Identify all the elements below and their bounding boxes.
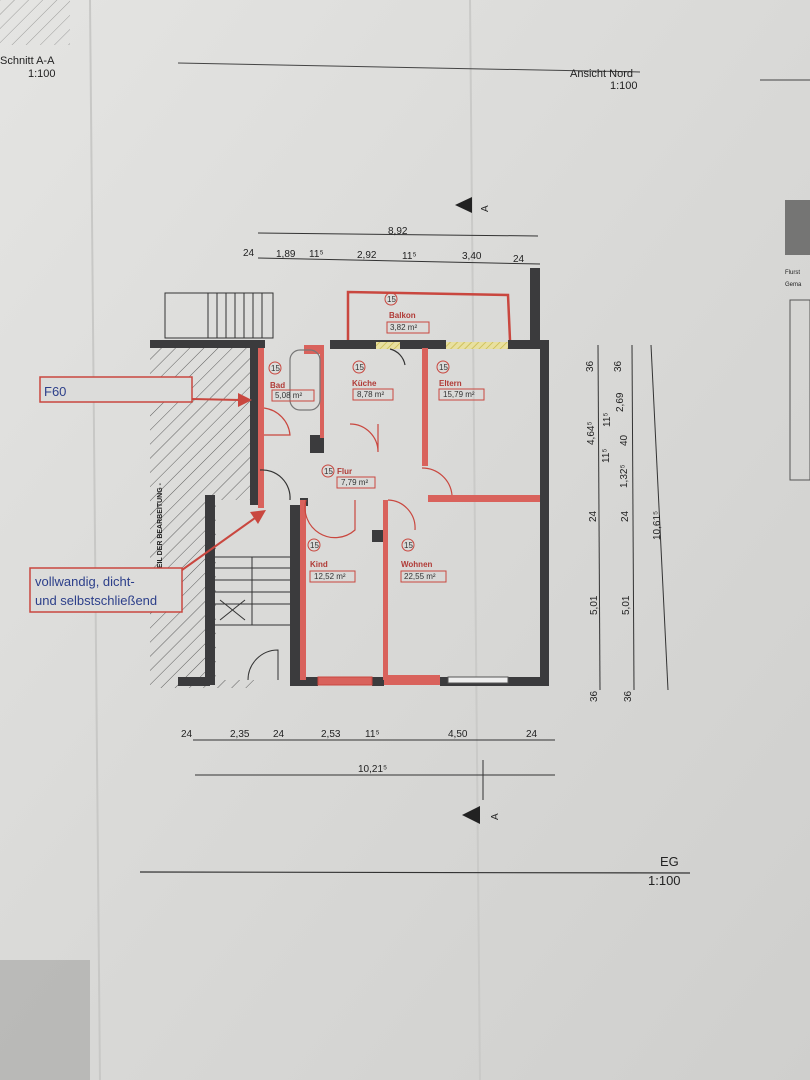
svg-text:8,78 m²: 8,78 m² — [357, 390, 384, 399]
svg-text:36: 36 — [623, 690, 634, 702]
fold-line — [469, 0, 481, 1080]
svg-text:11⁵: 11⁵ — [309, 249, 324, 260]
svg-text:5,01: 5,01 — [589, 595, 600, 615]
room-eltern: 15 Eltern 15,79 m² — [436, 360, 485, 401]
external-stair — [164, 292, 274, 339]
hatch-corner — [0, 0, 70, 45]
svg-text:24: 24 — [526, 729, 538, 740]
svg-text:15: 15 — [310, 541, 319, 550]
svg-text:Eltern: Eltern — [439, 379, 462, 388]
right-dimensions: 36 4,64⁵ 24 5,01 36 36 2,69 11⁵ 40 11⁵ 1… — [585, 344, 669, 702]
svg-text:4,64⁵: 4,64⁵ — [586, 421, 597, 445]
svg-text:und selbstschließend: und selbstschließend — [35, 593, 157, 608]
svg-text:11⁵: 11⁵ — [365, 729, 380, 740]
floor-label: EG — [660, 854, 679, 869]
svg-text:40: 40 — [619, 434, 630, 446]
bottom-dimensions: 24 2,35 24 2,53 11⁵ 4,50 24 10,21⁵ — [181, 729, 555, 776]
svg-text:10,61⁵: 10,61⁵ — [652, 511, 663, 540]
room-flur: 15 Flur 7,79 m² — [321, 464, 376, 489]
svg-text:1,89: 1,89 — [276, 249, 296, 260]
section-scale: 1:100 — [28, 68, 56, 80]
svg-text:3,40: 3,40 — [462, 251, 482, 262]
svg-text:5,01: 5,01 — [621, 595, 632, 615]
svg-text:12,52 m²: 12,52 m² — [314, 572, 346, 581]
svg-text:4,50: 4,50 — [448, 729, 468, 740]
stairwell — [216, 500, 298, 680]
room-bad: 15 Bad 5,08 m² — [268, 361, 315, 402]
room-kind: 15 Kind 12,52 m² — [307, 538, 356, 583]
svg-text:36: 36 — [589, 690, 600, 702]
svg-text:15,79 m²: 15,79 m² — [443, 390, 475, 399]
svg-text:24: 24 — [620, 510, 631, 522]
svg-text:1,32⁵: 1,32⁵ — [619, 464, 630, 488]
svg-text:Balkon: Balkon — [389, 311, 416, 320]
door-swings — [259, 348, 453, 539]
svg-text:15: 15 — [387, 295, 396, 304]
svg-text:11⁵: 11⁵ — [601, 448, 612, 463]
svg-text:15: 15 — [439, 363, 448, 372]
top-dimensions: 8,92 24 1,89 11⁵ 2,92 11⁵ 3,40 24 — [243, 226, 541, 265]
svg-text:15: 15 — [355, 363, 364, 372]
side-cutoff-text: Flurst — [785, 270, 800, 276]
svg-text:2,92: 2,92 — [357, 250, 377, 261]
f60-callout: F60 — [39, 376, 252, 407]
title-block — [789, 299, 810, 481]
svg-text:15: 15 — [324, 467, 333, 476]
fold-line — [89, 0, 101, 1080]
room-kueche: 15 Küche 8,78 m² — [352, 360, 394, 401]
svg-text:Bad: Bad — [270, 381, 285, 390]
svg-text:vollwandig, dicht-: vollwandig, dicht- — [35, 574, 135, 589]
svg-text:Flur: Flur — [337, 467, 352, 476]
section-arrow-top — [455, 197, 472, 213]
coat-of-arms-logo — [785, 200, 810, 255]
arrow-icon — [238, 393, 252, 407]
svg-text:Küche: Küche — [352, 379, 377, 388]
svg-text:7,79 m²: 7,79 m² — [341, 478, 368, 487]
svg-text:8,92: 8,92 — [388, 226, 408, 237]
svg-text:2,69: 2,69 — [615, 392, 626, 412]
svg-text:11⁵: 11⁵ — [402, 251, 417, 262]
section-arrow-bottom — [462, 806, 480, 824]
svg-text:Kind: Kind — [310, 560, 328, 569]
svg-text:24: 24 — [181, 729, 193, 740]
arrow-icon — [250, 510, 266, 524]
section-label: Schnitt A-A — [0, 55, 55, 67]
svg-text:24: 24 — [588, 510, 599, 522]
svg-text:2,53: 2,53 — [321, 729, 341, 740]
svg-text:36: 36 — [613, 360, 624, 372]
svg-text:24: 24 — [273, 729, 285, 740]
svg-text:24: 24 — [243, 248, 255, 259]
elevation-scale: 1:100 — [610, 80, 638, 92]
svg-text:36: 36 — [585, 360, 596, 372]
svg-text:22,55 m²: 22,55 m² — [404, 572, 436, 581]
svg-text:24: 24 — [513, 254, 525, 265]
svg-text:15: 15 — [404, 541, 413, 550]
door-callout: vollwandig, dicht- und selbstschließend — [29, 510, 266, 613]
not-part-label: - NICHT TEIL DER BEARBEITUNG - — [157, 482, 164, 600]
floor-scale: 1:100 — [648, 873, 681, 888]
elevation-label: Ansicht Nord — [570, 68, 633, 80]
svg-text:15: 15 — [271, 364, 280, 373]
svg-text:3,82 m²: 3,82 m² — [390, 323, 417, 332]
room-balkon: 15 Balkon 3,82 m² — [384, 292, 430, 334]
svg-text:10,21⁵: 10,21⁵ — [358, 764, 387, 775]
shadow — [0, 960, 90, 1080]
svg-text:5,08 m²: 5,08 m² — [275, 391, 302, 400]
side-cutoff-text: Gema — [785, 282, 802, 288]
svg-text:2,35: 2,35 — [230, 729, 250, 740]
section-marker-top: A — [480, 205, 491, 212]
svg-text:11⁵: 11⁵ — [602, 412, 613, 427]
new-walls — [258, 290, 540, 686]
section-marker-bottom: A — [490, 813, 501, 820]
svg-text:Wohnen: Wohnen — [401, 560, 433, 569]
room-wohnen: 15 Wohnen 22,55 m² — [400, 538, 447, 583]
svg-text:F60: F60 — [44, 384, 66, 399]
